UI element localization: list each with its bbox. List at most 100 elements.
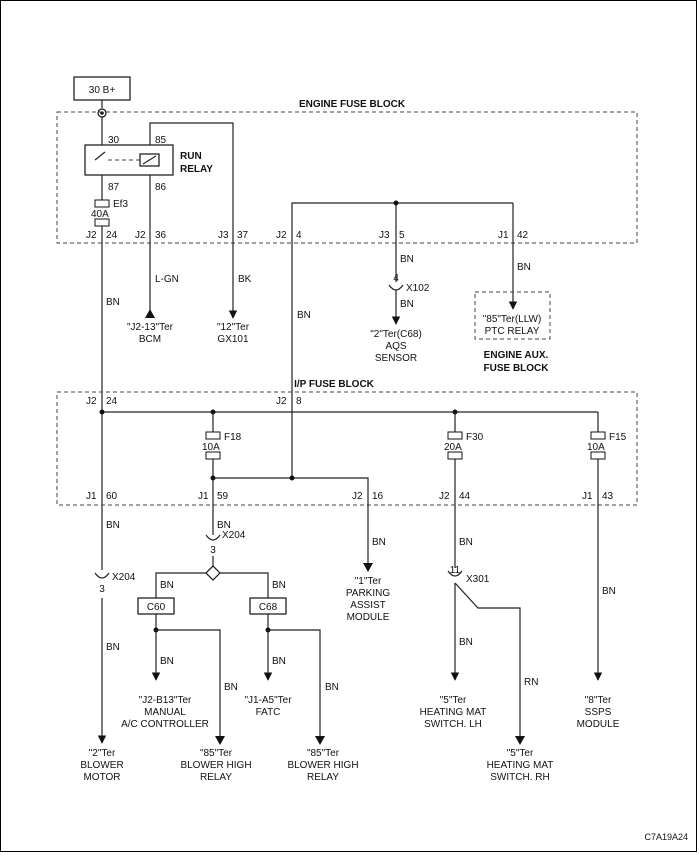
hmlh-term: "5"Ter (440, 695, 467, 706)
splice-dot-bus-icon (289, 475, 295, 481)
eng-pin-conn-1: J2 (86, 230, 97, 241)
engine-fuse-block-outline (56, 111, 638, 244)
blower-name-2: MOTOR (83, 772, 120, 783)
wire-color-bn-4: BN (400, 299, 414, 310)
ip-fuse-block-outline (56, 391, 638, 506)
ip-bot-num-4: 44 (459, 491, 471, 502)
wire-color-bn-8: BN (217, 520, 231, 531)
manual-name-1: MANUAL (144, 707, 186, 718)
wire-color-bn-1: BN (106, 297, 120, 308)
park-term: "1"Ter (355, 576, 382, 587)
manual-term: "J2-B13"Ter (139, 695, 192, 706)
wire-color-bk: BK (238, 274, 252, 285)
hmrh-term: "5"Ter (507, 748, 534, 759)
x204a-pin: 3 (99, 584, 105, 595)
wire-heating-rh (454, 582, 521, 743)
fuse-ef3-bottom-icon (94, 218, 110, 227)
hmlh-name-1: HEATING MAT (420, 707, 487, 718)
aqs-name-2: SENSOR (375, 353, 417, 364)
wire-color-bn-18: BN (602, 586, 616, 597)
hmlh-name-2: SWITCH. LH (424, 719, 482, 730)
ip-bot-num-1: 60 (106, 491, 118, 502)
wire-color-bn-13: BN (272, 656, 286, 667)
gx101-term: "12"Ter (217, 322, 250, 333)
park-name-1: PARKING (346, 588, 390, 599)
figure-id: C7A19A24 (644, 832, 688, 842)
fuse-f30-name: F30 (466, 432, 484, 443)
bhr2-arrow-icon (315, 736, 325, 745)
connector-x102-icon (388, 284, 404, 291)
engine-aux-title-1: ENGINE AUX. (484, 350, 549, 361)
hmrh-name-1: HEATING MAT (487, 760, 554, 771)
splice-diamond-icon (205, 565, 221, 581)
fuse-ef3-rating: 40A (91, 209, 109, 220)
eng-pin-num-4: 4 (296, 230, 302, 241)
blower-term: "2"Ter (89, 748, 116, 759)
wire-color-bn-10: BN (272, 580, 286, 591)
engine-fuse-block-title: ENGINE FUSE BLOCK (299, 99, 406, 110)
x301-pin: 11 (450, 565, 461, 576)
x301-name: X301 (466, 574, 490, 585)
park-name-3: MODULE (347, 612, 390, 623)
relay-coil-slash (142, 155, 157, 165)
wire-to-c68 (220, 572, 269, 598)
ip-bot-num-2: 59 (217, 491, 229, 502)
wire-color-bn-12: BN (224, 682, 238, 693)
wire-color-bn-14: BN (325, 682, 339, 693)
wire-color-bn-2: BN (297, 310, 311, 321)
relay-pin-86: 86 (155, 182, 167, 193)
eng-pin-conn-3: J3 (218, 230, 229, 241)
connector-x204-b-icon (205, 534, 221, 541)
eng-pin-conn-5: J3 (379, 230, 390, 241)
relay-pin-30: 30 (108, 135, 120, 146)
c60-label: C60 (147, 602, 166, 613)
wire-color-rn: RN (524, 677, 538, 688)
wire-color-bn-6: BN (106, 520, 120, 531)
fuse-f18-top-icon (205, 431, 221, 440)
engine-aux-fuse-block-outline (474, 291, 551, 340)
splice-dot-aqs-icon (393, 200, 399, 206)
ip-fuse-block-title: I/P FUSE BLOCK (294, 379, 375, 390)
eng-pin-conn-4: J2 (276, 230, 287, 241)
wire-color-bn-9: BN (160, 580, 174, 591)
blower-name-1: BLOWER (80, 760, 123, 771)
relay-pin-85: 85 (155, 135, 167, 146)
wire-color-bn-11: BN (160, 656, 174, 667)
wire-color-bn-5: BN (517, 262, 531, 273)
bhr1-term: "85"Ter (200, 748, 233, 759)
connector-x204-a-icon (94, 572, 110, 579)
eng-pin-num-2: 36 (155, 230, 167, 241)
ssps-name-1: SSPS (585, 707, 612, 718)
ip-top-conn-2: J2 (276, 396, 287, 407)
c68-label: C68 (259, 602, 278, 613)
fuse-f30-bottom-icon (447, 451, 463, 460)
wire-color-bn-3: BN (400, 254, 414, 265)
ip-top-conn-1: J2 (86, 396, 97, 407)
wire-relay-85 (149, 122, 234, 242)
run-relay-label-2: RELAY (180, 164, 213, 175)
fuse-f18-name: F18 (224, 432, 242, 443)
bhr1-arrow-icon (215, 736, 225, 745)
ip-bot-conn-3: J2 (352, 491, 363, 502)
fuse-f15-top-icon (590, 431, 606, 440)
parking-arrow-icon (363, 563, 373, 572)
wire-color-lgn: L-GN (155, 274, 179, 285)
wire-color-bn-17: BN (459, 637, 473, 648)
wire-to-c60 (155, 572, 206, 598)
wire-blower-relay-1 (156, 629, 221, 743)
eng-pin-num-5: 5 (399, 230, 405, 241)
x102-name: X102 (406, 283, 430, 294)
fuse-ef3-name: Ef3 (113, 199, 128, 210)
ssps-name-2: MODULE (577, 719, 620, 730)
fuse-f15-rating: 10A (587, 442, 605, 453)
bcm-term: "J2-13"Ter (127, 322, 174, 333)
eng-pin-num-6: 42 (517, 230, 529, 241)
wire-color-bn-15: BN (372, 537, 386, 548)
x102-pin: 4 (393, 273, 399, 284)
manual-name-2: A/C CONTROLLER (121, 719, 209, 730)
bcm-ground-arrow-icon (145, 309, 155, 318)
connector-x301-icon (447, 570, 463, 577)
